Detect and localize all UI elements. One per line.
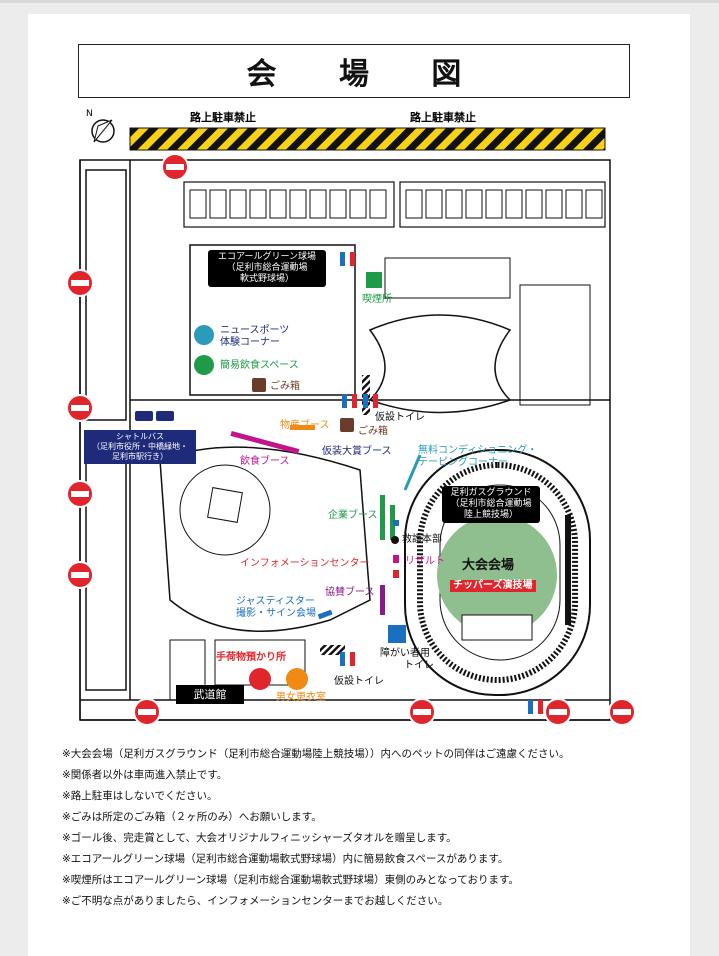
hatch-marker-2	[320, 645, 345, 655]
trash-label-2: ごみ箱	[358, 426, 388, 437]
disabled-toilet-label: 障がい者用	[380, 648, 430, 659]
company-booth-label: 企業ブース	[328, 510, 378, 521]
food-booth-label: 飲食ブース	[240, 456, 290, 467]
shuttle-sub2: 足利市駅行き）	[112, 452, 168, 461]
stadium-label: 足利ガスグラウンド （足利市総合運動場 陸上競技場）	[442, 486, 540, 523]
food-space-label: 簡易飲食スペース	[220, 360, 299, 371]
toilet-icon-female	[350, 252, 543, 714]
company-booth-bar-2	[390, 505, 395, 540]
ballpark-sub1: （足利市総合運動場	[226, 263, 308, 273]
food-booth-bar	[230, 431, 300, 454]
company-booth-bar	[380, 495, 385, 540]
stadium-sub1: （足利市総合運動場	[450, 499, 532, 509]
smoking-label: 喫煙所	[362, 294, 392, 305]
note-item: ※路上駐車はしないでください。	[62, 790, 218, 802]
top-edge	[0, 0, 719, 3]
diamond	[179, 464, 271, 556]
map-sheet	[28, 14, 690, 956]
first-aid-label: 救護本部	[402, 534, 442, 545]
shuttle-name: シャトルバス	[116, 432, 164, 441]
trash-icon	[252, 378, 266, 392]
stadium-sub2: 陸上競技場）	[463, 510, 518, 520]
no-parking-label-right: 路上駐車禁止	[410, 111, 476, 124]
sponsor-booth-bar	[380, 585, 385, 615]
conditioning-label-2: テーピングコーナー	[418, 457, 508, 468]
note-item: ※喫煙所はエコアールグリーン球場（足利市総合運動場軟式野球場）東側のみとなってお…	[62, 874, 519, 886]
new-sports-label-2: 体験コーナー	[220, 337, 280, 348]
sponsor-booth-label: 協賛ブース	[325, 587, 375, 598]
baggage-label: 手荷物預かり所	[216, 652, 286, 663]
temp-toilet-label: 仮設トイレ	[375, 412, 425, 423]
baggage-dot	[249, 668, 271, 690]
budokan-label: 武道館	[176, 685, 244, 704]
conditioning-label: 無料コンディショニング・	[418, 445, 538, 456]
trash-label: ごみ箱	[270, 381, 300, 392]
parking-lots	[183, 181, 606, 228]
note-item: ※ゴール後、完走賞として、大会オリジナルフィニッシャーズタオルを贈呈します。	[62, 832, 457, 844]
jasty-label: ジャスティスター	[236, 596, 315, 607]
parking-bays	[189, 189, 603, 219]
new-sports-dot	[194, 325, 214, 345]
changing-room-dot	[286, 668, 308, 690]
blue-marker	[393, 520, 399, 526]
chippers-label: チッパーズ演技場	[450, 580, 536, 592]
stadium-name: 足利ガスグラウンド	[450, 488, 532, 498]
no-parking-strip	[129, 127, 606, 151]
result-label: リザルト	[405, 556, 445, 567]
first-aid-dot	[391, 536, 399, 544]
bus-icon	[135, 411, 174, 421]
note-item: ※関係者以外は車両進入禁止です。	[62, 769, 228, 781]
ballpark-sub2: 軟式野球場）	[239, 274, 294, 284]
info-center-label: インフォメーションセンター	[240, 558, 370, 569]
prize-booth-label: 仮装大賞ブース	[322, 446, 392, 457]
ballpark-label: エコアールグリーン球場 （足利市総合運動場 軟式野球場）	[208, 250, 326, 287]
jasty-marker	[317, 609, 333, 620]
ballpark-name: エコアールグリーン球場	[217, 252, 316, 262]
souvenir-bar	[290, 425, 315, 430]
athletics-stadium	[404, 449, 591, 696]
shuttle-sub1: （足利市役所・中橋緑地・	[92, 442, 188, 451]
food-space-dot	[194, 355, 214, 375]
smoking-icon	[366, 272, 382, 288]
trash-icon-2	[340, 418, 354, 432]
disabled-toilet-label-2: トイレ	[404, 660, 434, 671]
note-item: ※エコアールグリーン球場（足利市総合運動場軟式野球場）内に簡易飲食スペースがあり…	[62, 853, 509, 865]
title-box: 会 場 図	[78, 44, 630, 98]
note-item: ※ごみは所定のごみ箱（２ヶ所のみ）へお願いします。	[62, 811, 322, 823]
building-east	[519, 284, 591, 406]
note-item: ※ご不明な点がありましたら、インフォメーションセンターまでお越しください。	[62, 895, 449, 907]
compass-n: N	[86, 109, 93, 119]
toilet-icon	[340, 252, 533, 714]
jasty-label-2: 撮影・サイン会場	[236, 608, 316, 619]
wheelchair-icon	[388, 625, 406, 643]
temp-toilet-label-2: 仮設トイレ	[334, 676, 384, 687]
changing-room-label: 男女更衣室	[276, 692, 326, 703]
souvenir-label: 物産ブース	[280, 420, 330, 431]
note-item: ※大会会場（足利ガスグラウンド（足利市総合運動場陸上競技場））内へのペットの同伴…	[62, 748, 570, 760]
info-marker	[393, 570, 399, 578]
notes-list: ※大会会場（足利ガスグラウンド（足利市総合運動場陸上競技場））内へのペットの同伴…	[62, 744, 692, 912]
building	[384, 257, 511, 299]
new-sports-label: ニュースポーツ	[220, 325, 290, 336]
no-entry-icon	[66, 153, 636, 726]
conditioning-marker	[403, 454, 422, 491]
infield	[207, 487, 243, 523]
no-parking-label-left: 路上駐車禁止	[190, 111, 256, 124]
compass-icon	[91, 119, 115, 143]
shuttle-bus-label: シャトルバス （足利市役所・中橋緑地・ 足利市駅行き）	[84, 430, 196, 464]
main-venue-label: 大会会場	[462, 558, 515, 573]
pool-shape	[368, 314, 512, 414]
baseball-field	[159, 446, 371, 632]
page-title: 会 場 図	[246, 57, 488, 92]
green-ballpark	[189, 244, 356, 396]
result-marker	[393, 555, 399, 563]
